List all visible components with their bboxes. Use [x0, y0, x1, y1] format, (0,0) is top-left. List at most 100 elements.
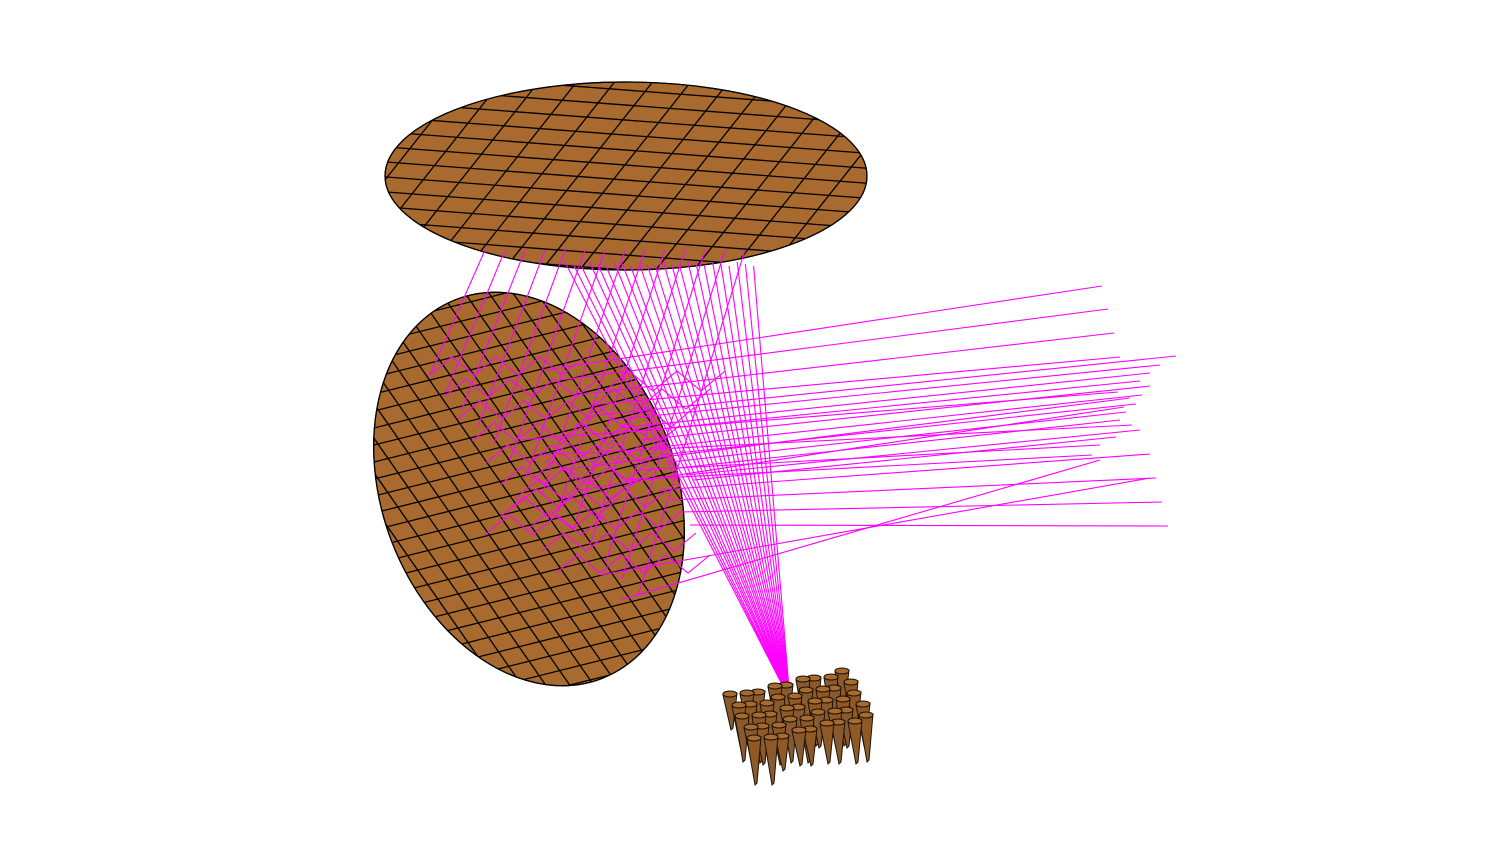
- feed-horn-aperture: [855, 700, 871, 708]
- ray: [597, 263, 791, 701]
- ray: [429, 249, 486, 376]
- feed-horn-array: [722, 667, 874, 787]
- mesh-line: [360, 0, 890, 35]
- ray: [630, 265, 791, 701]
- mesh-line: [360, 25, 890, 65]
- feed-horn: [830, 718, 846, 766]
- mesh-line: [555, 82, 747, 270]
- ray: [703, 265, 791, 701]
- feed-horn-aperture: [799, 714, 815, 722]
- ray: [443, 378, 599, 398]
- mesh-line: [385, 129, 867, 171]
- feed-horn-aperture: [791, 726, 807, 734]
- mesh-line: [176, 60, 366, 300]
- feed-horn-aperture: [795, 675, 811, 683]
- mesh-line: [319, 259, 355, 721]
- feed-horn-aperture: [782, 715, 798, 723]
- ray: [671, 263, 791, 701]
- feed-horn: [746, 734, 762, 787]
- ray: [574, 332, 1115, 396]
- feed-horn-aperture: [739, 689, 755, 697]
- feed-horn: [858, 711, 874, 764]
- feed-horn-aperture: [807, 697, 823, 705]
- ray-traces: [429, 249, 1177, 701]
- mesh-line: [329, 695, 731, 732]
- mesh-line: [1050, 60, 1240, 300]
- feed-horn-aperture: [847, 717, 863, 725]
- ray: [677, 419, 1121, 469]
- feed-horn-aperture: [771, 721, 787, 729]
- feed-horn-aperture: [834, 667, 850, 675]
- ray: [654, 265, 791, 701]
- mesh-line: [517, 82, 709, 270]
- feed-horn-body: [819, 721, 835, 766]
- ray: [720, 263, 791, 701]
- ray: [514, 478, 636, 500]
- mesh-line: [319, 259, 547, 721]
- feed-horn: [819, 719, 835, 766]
- ray: [509, 249, 586, 461]
- mesh-line: [360, 40, 890, 80]
- ray: [589, 356, 1121, 406]
- ray: [624, 454, 1093, 481]
- feed-horn: [722, 690, 738, 731]
- feed-horn-aperture: [734, 712, 750, 720]
- ray: [599, 477, 1151, 576]
- feed-horn: [810, 708, 826, 749]
- ray: [519, 391, 1119, 441]
- ray: [679, 501, 1163, 513]
- mesh-line: [329, 440, 731, 542]
- feed-horn-aperture: [787, 692, 803, 700]
- feed-horn-aperture: [746, 734, 762, 742]
- mesh-line: [513, 259, 739, 721]
- feed-horn-body: [746, 736, 762, 787]
- ray: [484, 514, 606, 536]
- feed-horn-aperture: [819, 719, 835, 727]
- feed-horn-aperture: [731, 701, 747, 709]
- ray: [619, 459, 1101, 601]
- mesh-line: [62, 60, 252, 300]
- ray: [493, 249, 566, 444]
- ray: [557, 249, 646, 512]
- feed-horn-aperture: [722, 690, 738, 698]
- feed-horn-aperture: [767, 682, 783, 690]
- ray: [499, 496, 621, 518]
- mesh-line: [319, 259, 379, 721]
- feed-horn-aperture: [815, 685, 831, 693]
- ray: [573, 249, 666, 529]
- ray: [555, 554, 711, 574]
- ray: [580, 265, 791, 701]
- ray: [646, 263, 791, 701]
- feed-horn-aperture: [835, 695, 851, 703]
- mesh-line: [1126, 60, 1316, 300]
- ray: [638, 261, 791, 701]
- ray: [659, 453, 1151, 491]
- mesh-line: [0, 60, 176, 300]
- ray: [629, 380, 1141, 433]
- mesh-line: [385, 204, 867, 246]
- mesh-line: [319, 259, 571, 721]
- feed-horn: [802, 725, 818, 767]
- feed-horn-aperture: [823, 673, 839, 681]
- mesh-line: [138, 60, 328, 300]
- primary-reflector-rim: [384, 81, 868, 271]
- mesh-line: [100, 60, 290, 300]
- ray: [637, 249, 746, 597]
- ray: [529, 460, 651, 482]
- ray: [639, 385, 1151, 441]
- mesh-line: [24, 60, 214, 300]
- mesh-line: [385, 174, 867, 216]
- mesh-line: [1088, 60, 1278, 300]
- ray: [613, 261, 791, 701]
- ray: [461, 249, 526, 410]
- feed-horn-aperture: [846, 689, 862, 697]
- ray: [559, 397, 1131, 471]
- mesh-line: [385, 82, 405, 270]
- ray: [599, 355, 1177, 416]
- ray: [685, 429, 1141, 476]
- mesh-line: [385, 159, 867, 201]
- ray: [572, 263, 791, 701]
- ray: [639, 444, 1101, 471]
- feed-horn-aperture: [759, 699, 775, 707]
